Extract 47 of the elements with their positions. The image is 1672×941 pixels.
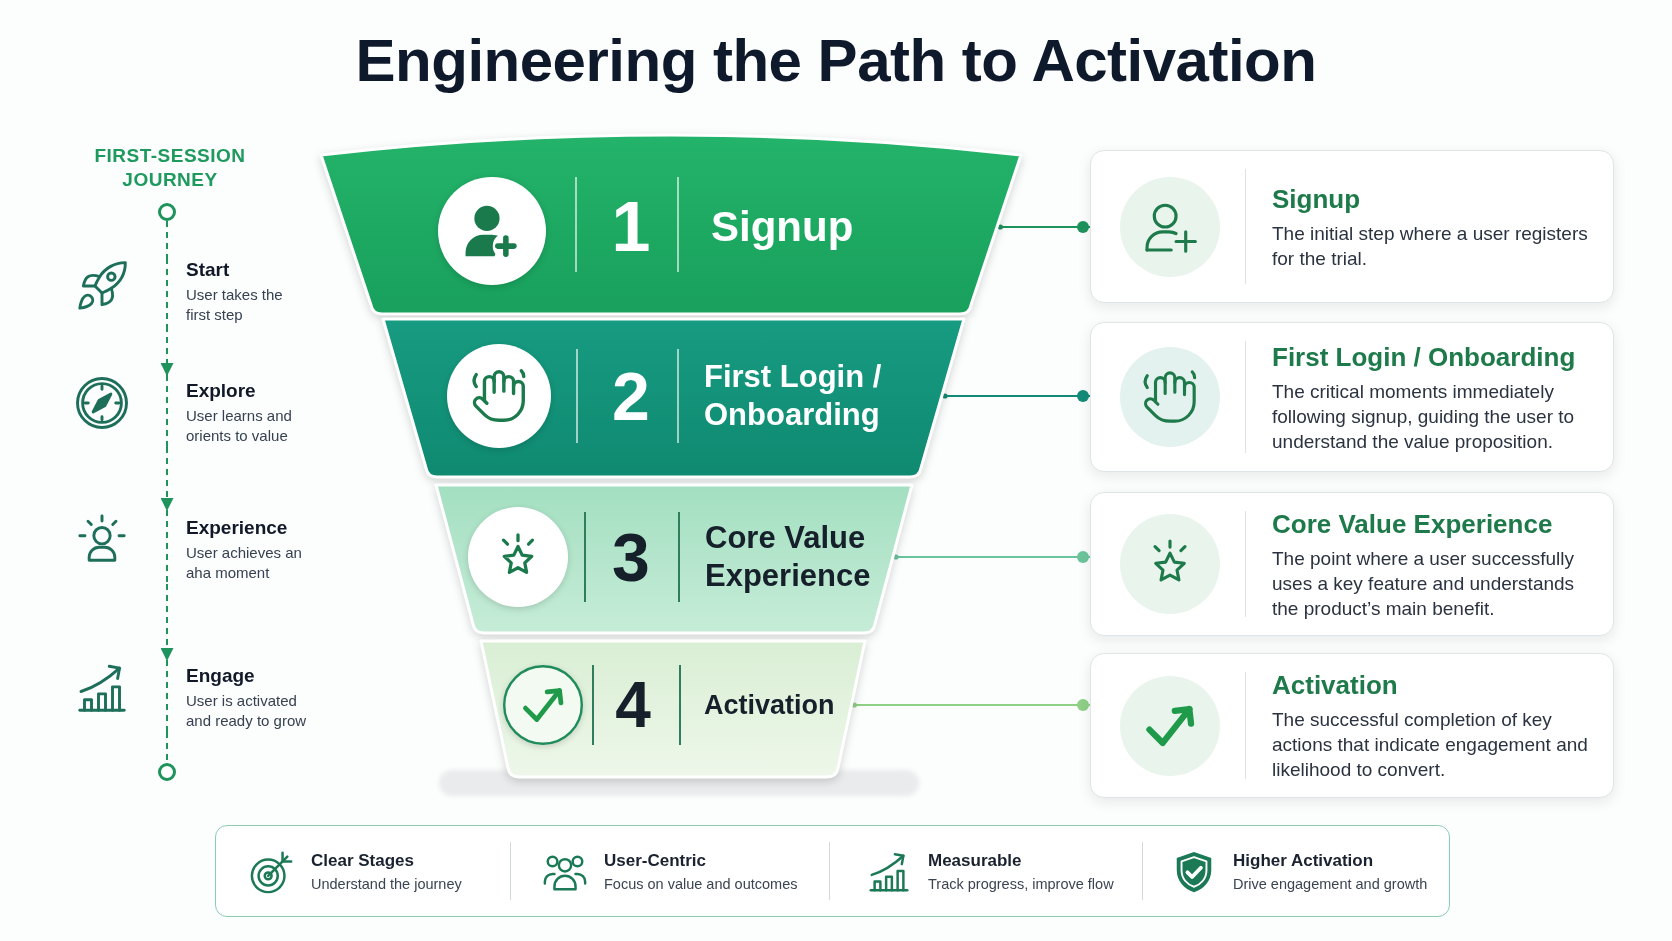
step-title: Start bbox=[186, 258, 230, 282]
stage-title: Core Value Experience bbox=[705, 519, 872, 595]
stage-title: Activation bbox=[704, 688, 835, 722]
feature-bar bbox=[215, 825, 1450, 917]
stage-title: First Login / Onboarding bbox=[704, 358, 883, 434]
step-number: 3 bbox=[612, 523, 650, 591]
card-description: The point where a user successfully uses a key feature and understands the product’s main benefit. bbox=[1272, 546, 1576, 621]
dashed-arrow bbox=[160, 583, 174, 662]
step-number: 2 bbox=[612, 362, 650, 430]
step-description: User is activated and ready to grow bbox=[186, 691, 308, 731]
dot-connector bbox=[893, 551, 1091, 563]
step-description: User learns and orients to value bbox=[186, 406, 293, 446]
feature-description: Drive engagement and growth bbox=[1233, 875, 1428, 894]
dot-connector bbox=[851, 699, 1091, 711]
info-card bbox=[1090, 150, 1614, 303]
feature-title: Higher Activation bbox=[1233, 850, 1375, 872]
dot-connector bbox=[997, 221, 1091, 233]
info-card bbox=[1090, 653, 1614, 798]
card-description: The initial step where a user registers for the trial. bbox=[1272, 221, 1589, 271]
stage-title: Signup bbox=[711, 202, 854, 253]
step-number: 1 bbox=[611, 192, 651, 262]
feature-description: Understand the journey bbox=[311, 875, 462, 894]
feature-title: User-Centric bbox=[604, 850, 708, 872]
dashed-arrow bbox=[160, 325, 174, 377]
info-card bbox=[1090, 322, 1614, 472]
card-description: The critical moments immediately following signup, guiding the user to understand the value proposition. bbox=[1272, 379, 1576, 454]
step-number: 4 bbox=[615, 673, 651, 737]
dot-connector bbox=[942, 390, 1091, 402]
step-description: User takes the first step bbox=[186, 285, 284, 325]
card-title: First Login / Onboarding bbox=[1272, 340, 1577, 373]
card-title: Core Value Experience bbox=[1272, 507, 1554, 540]
title: Engineering the Path to Activation bbox=[354, 26, 1318, 95]
feature-description: Focus on value and outcomes bbox=[604, 875, 798, 894]
feature-title: Clear Stages bbox=[311, 850, 415, 872]
dashed-arrow bbox=[160, 446, 174, 512]
step-title: Experience bbox=[186, 516, 288, 540]
card-description: The successful completion of key actions that indicate engagement and likelihood to convert. bbox=[1272, 708, 1589, 782]
card-title: Activation bbox=[1272, 669, 1399, 701]
dashed-connector-line bbox=[166, 220, 168, 259]
step-title: Explore bbox=[186, 379, 256, 403]
feature-description: Track progress, improve flow bbox=[928, 875, 1114, 894]
feature-title: Measurable bbox=[928, 850, 1023, 872]
step-description: User achieves an aha moment bbox=[186, 543, 303, 583]
card-title: Signup bbox=[1272, 182, 1362, 215]
section-heading: FIRST-SESSION JOURNEY bbox=[93, 144, 247, 192]
step-title: Engage bbox=[186, 664, 255, 688]
info-card bbox=[1090, 492, 1614, 636]
